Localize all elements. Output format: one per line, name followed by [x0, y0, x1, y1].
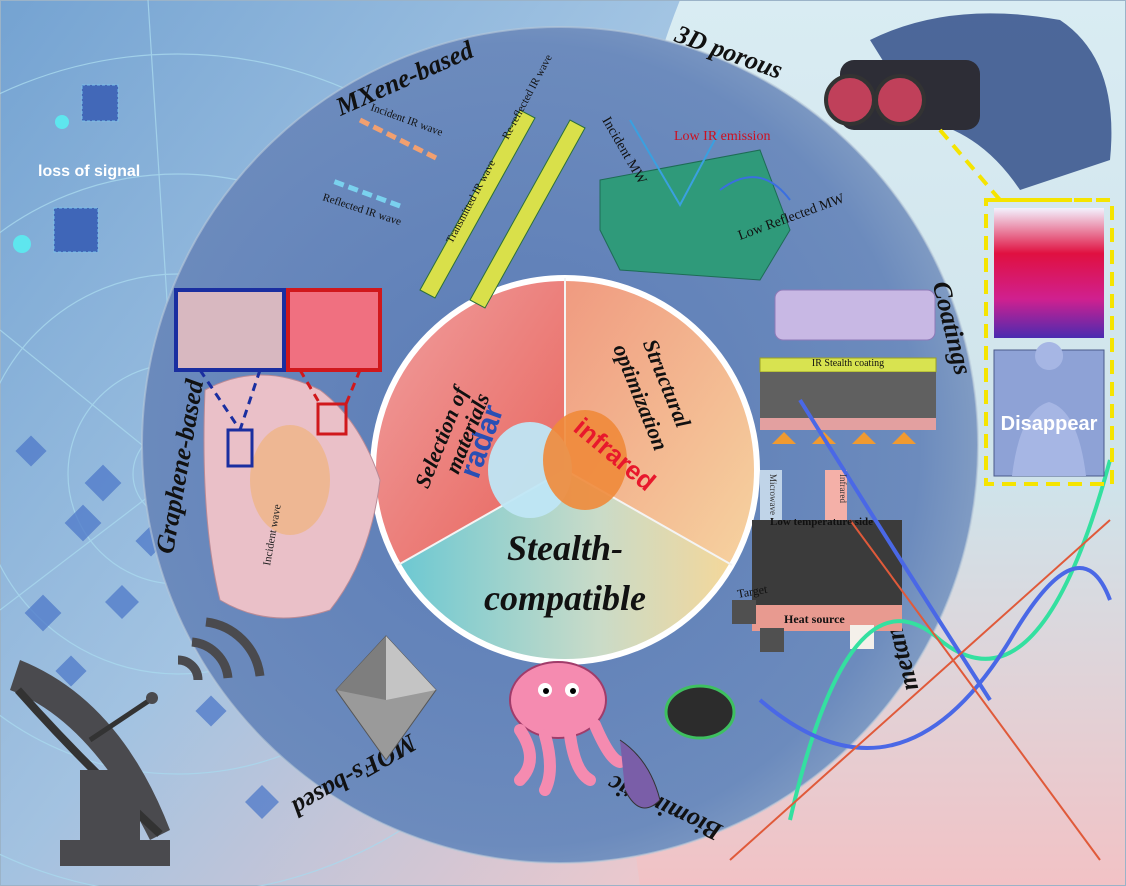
center-title-line1: Stealth-: [507, 528, 623, 568]
coatings-illustration: [759, 289, 937, 444]
mofs-crystal-illustration: [335, 635, 437, 761]
metamaterial-illustration: [729, 398, 1112, 861]
graphene-illustration: [174, 288, 382, 619]
octopus-illustration: [509, 661, 736, 809]
loss-signal-label: loss of signal: [38, 163, 140, 180]
radar-targets: [13, 84, 119, 253]
thermal-panels: [984, 198, 1114, 486]
meta-heat-source-label: Heat source: [784, 612, 845, 626]
disappear-label: Disappear: [1001, 413, 1098, 435]
meta-low-temp-label: Low temperature side: [770, 516, 873, 528]
center-title-line2: compatible: [484, 578, 646, 618]
night-vision-helmet-illustration: [824, 13, 1112, 202]
porous-low-ir-label: Low IR emission: [674, 129, 770, 144]
coating-label: IR Stealth coating: [812, 358, 884, 369]
porous-illustration: [599, 119, 791, 281]
radar-dish-icon: [10, 617, 265, 866]
radar-infrared-blob: [488, 410, 627, 518]
meta-infrared-label: Infrared: [838, 474, 848, 503]
meta-microwave-label: Microwave: [768, 474, 778, 515]
meta-target-label: Target: [736, 582, 769, 601]
mxene-illustration: [329, 109, 586, 309]
